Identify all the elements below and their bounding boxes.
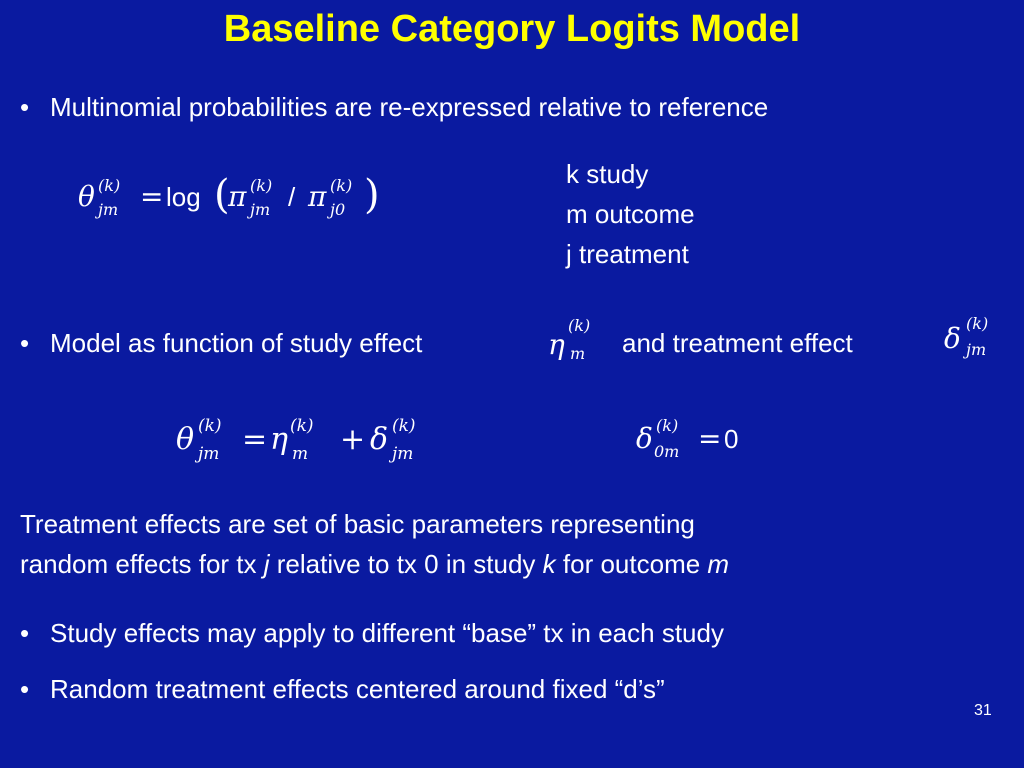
bullet-3: • Study effects may apply to different “b… xyxy=(20,618,724,649)
theta-symbol: θ xyxy=(176,422,195,457)
eta-symbol: η xyxy=(270,422,288,457)
delta-subscript: 0m xyxy=(654,442,680,461)
delta-subscript: jm xyxy=(966,340,987,359)
eta-subscript: m xyxy=(570,344,586,363)
zero-value: 0 xyxy=(724,424,739,454)
eta-symbol: η xyxy=(548,328,565,361)
equals-sign: = xyxy=(242,422,268,457)
delta-symbol: δ xyxy=(944,322,961,355)
bullet-1-text: Multinomial probabilities are re-express… xyxy=(50,92,769,122)
eta-superscript: (k) xyxy=(568,316,591,335)
paragraph-line-1: Treatment effects are set of basic param… xyxy=(20,509,695,539)
equation-model: θ (k) jm = η (k) m + δ (k) jm xyxy=(176,416,456,468)
theta-subscript: jm xyxy=(98,200,119,219)
paragraph-index-m: m xyxy=(707,549,730,579)
delta-superscript: (k) xyxy=(966,314,989,333)
theta-symbol: θ xyxy=(78,180,95,213)
equation-reference-constraint: δ (k) 0m = 0 xyxy=(636,416,776,468)
slide-title: Baseline Category Logits Model xyxy=(223,8,801,50)
left-paren: ( xyxy=(214,172,230,218)
bullet-4: • Random treatment effects centered aroun… xyxy=(20,674,665,705)
bullet-1: • Multinomial probabilities are re-expres… xyxy=(20,92,768,123)
bullet-2: • Model as function of study effect xyxy=(20,328,422,359)
bullet-2-text-b: and treatment effect xyxy=(622,328,853,358)
paragraph-text: random effects for tx xyxy=(20,549,264,579)
delta-symbol: δ xyxy=(636,422,653,455)
theta-superscript: (k) xyxy=(98,176,121,195)
delta-subscript: jm xyxy=(392,444,414,464)
treatment-effects-paragraph: Treatment effects are set of basic param… xyxy=(20,504,729,584)
bullet-dot: • xyxy=(20,328,30,358)
bullet-dot: • xyxy=(20,92,30,122)
log-function: log xyxy=(166,182,201,212)
equation-logit-definition: θ (k) jm = log ( π (k) jm / π (k) j0 ) xyxy=(78,172,408,226)
paragraph-line-2: random effects for tx j relative to tx 0… xyxy=(20,544,729,584)
pi-1-subscript: jm xyxy=(250,200,271,219)
paragraph-index-k: k xyxy=(542,549,556,579)
eta-superscript: (k) xyxy=(290,416,314,436)
legend-j: j treatment xyxy=(566,239,689,269)
theta-subscript: jm xyxy=(198,444,220,464)
pi-2-subscript: j0 xyxy=(330,200,346,219)
index-legend: k study m outcome j treatment xyxy=(566,154,695,274)
bullet-2-text-a: Model as function of study effect xyxy=(50,328,423,358)
paragraph-text: relative to tx 0 in study xyxy=(269,549,543,579)
page-number: 31 xyxy=(974,702,992,719)
pi-1-superscript: (k) xyxy=(250,176,273,195)
plus-sign: + xyxy=(340,422,366,457)
bullet-dot: • xyxy=(20,618,30,648)
legend-k: k study xyxy=(566,159,649,189)
equals-sign: = xyxy=(698,422,722,455)
pi-symbol-2: π xyxy=(308,180,327,213)
pi-2-superscript: (k) xyxy=(330,176,353,195)
right-paren: ) xyxy=(364,172,380,218)
eta-inline: η (k) m xyxy=(548,316,618,370)
eta-subscript: m xyxy=(292,444,309,464)
division-slash: / xyxy=(288,182,296,212)
theta-superscript: (k) xyxy=(198,416,222,436)
delta-superscript: (k) xyxy=(656,416,679,435)
paragraph-text: for outcome xyxy=(555,549,708,579)
bullet-3-text: Study effects may apply to different “ba… xyxy=(50,618,724,648)
legend-m: m outcome xyxy=(566,199,695,229)
equals-sign: = xyxy=(140,180,164,213)
paragraph-index-j: j xyxy=(263,549,270,579)
bullet-4-text: Random treatment effects centered around… xyxy=(50,674,665,704)
bullet-dot: • xyxy=(20,674,30,704)
delta-inline: δ (k) jm xyxy=(944,314,1014,366)
pi-symbol-1: π xyxy=(228,180,247,213)
delta-symbol: δ xyxy=(370,422,389,457)
delta-superscript: (k) xyxy=(392,416,416,436)
